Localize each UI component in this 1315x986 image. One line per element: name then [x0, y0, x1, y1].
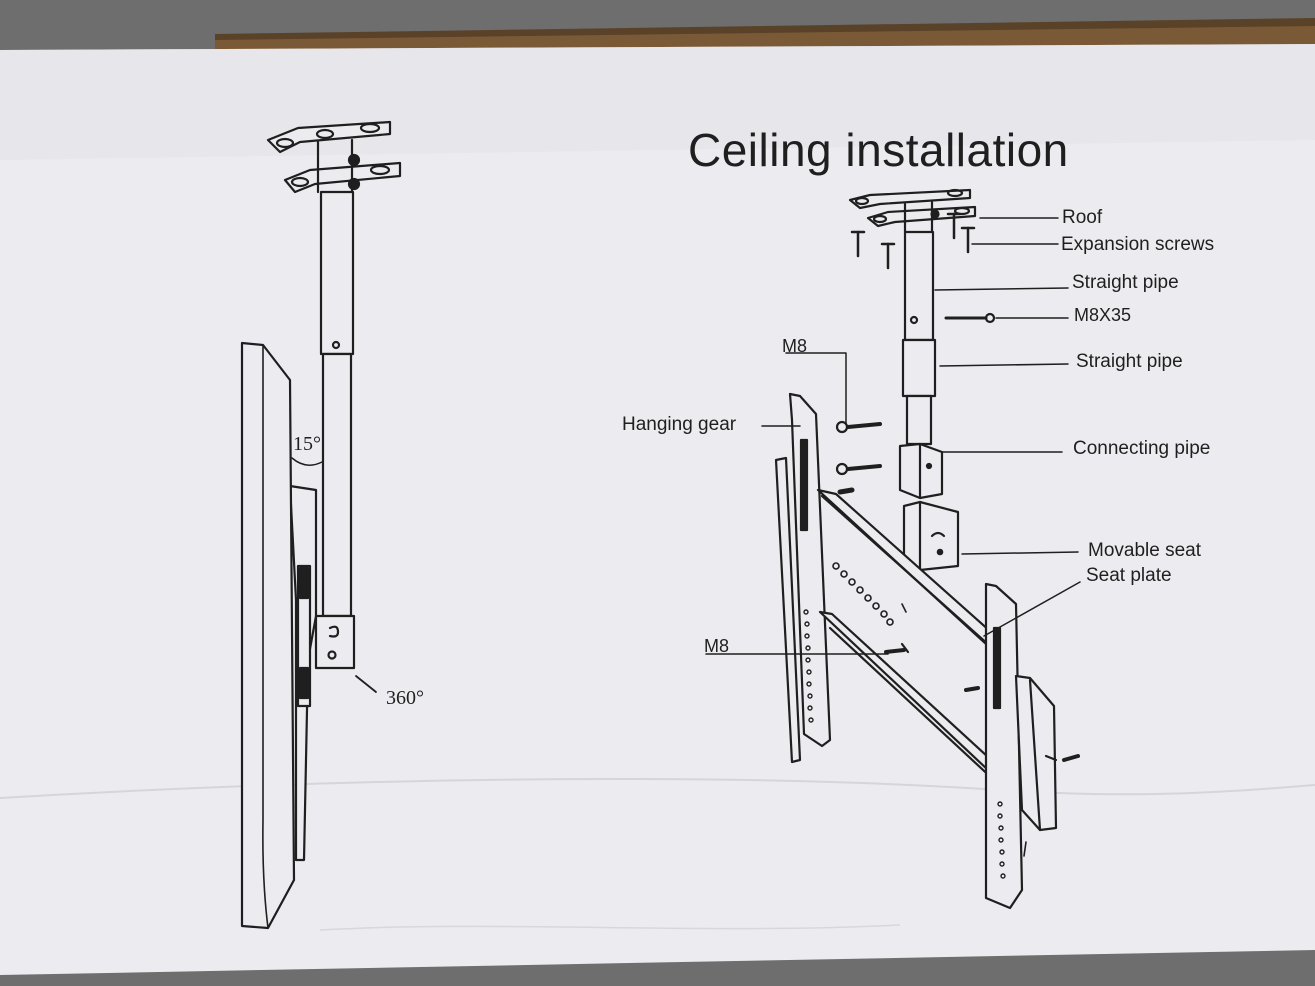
hanging-gear-right-drawing	[964, 582, 1080, 910]
m8-screws-upper-drawing	[835, 420, 882, 495]
bolt-m8x35-label: M8X35	[1074, 305, 1132, 325]
gear-holes-right	[997, 801, 1027, 879]
exploded-view	[774, 188, 1080, 910]
movable-seat-drawing	[902, 500, 960, 572]
expansion-screws-label: Expansion screws	[1061, 234, 1215, 255]
diagram-title: Ceiling installation	[688, 124, 1069, 176]
side-view-mount	[240, 120, 402, 930]
ceiling-bracket-side	[266, 120, 402, 196]
hanging-gear-label: Hanging gear	[622, 414, 737, 435]
rotating-head-side	[314, 614, 356, 670]
tilt-arc	[291, 457, 323, 466]
leader-lines	[705, 217, 1081, 655]
straight-pipe-top-label: Straight pipe	[1072, 272, 1179, 293]
movable-seat-label: Movable seat	[1088, 540, 1202, 561]
bolt-m8x35-drawing	[944, 312, 996, 324]
spacer-chain-drawing	[832, 562, 907, 626]
m8-top-label: M8	[782, 336, 808, 356]
connecting-pipe-label: Connecting pipe	[1073, 438, 1211, 459]
gear-holes-left	[803, 609, 814, 723]
hanging-gear-left-drawing	[774, 392, 832, 764]
tilt-angle-label: 15°	[293, 433, 321, 455]
ceiling-plate-exploded	[848, 188, 977, 236]
upper-pipe-side	[319, 190, 355, 356]
tv-panel-side	[240, 341, 296, 930]
m8-screw-lower-drawing	[884, 642, 910, 654]
m8-bottom-label: M8	[704, 636, 730, 656]
straight-pipe-bottom-label: Straight pipe	[1076, 351, 1183, 372]
rotation-angle-label: 360°	[386, 687, 424, 709]
lower-pipe-side	[321, 352, 353, 618]
connecting-pipe-drawing	[898, 442, 944, 500]
straight-pipe-lower-drawing	[901, 338, 937, 398]
expansion-screws-drawing	[850, 212, 976, 270]
seat-plate-label: Seat plate	[1086, 565, 1172, 586]
straight-pipe-upper-drawing	[903, 230, 935, 342]
roof-label: Roof	[1062, 207, 1103, 228]
